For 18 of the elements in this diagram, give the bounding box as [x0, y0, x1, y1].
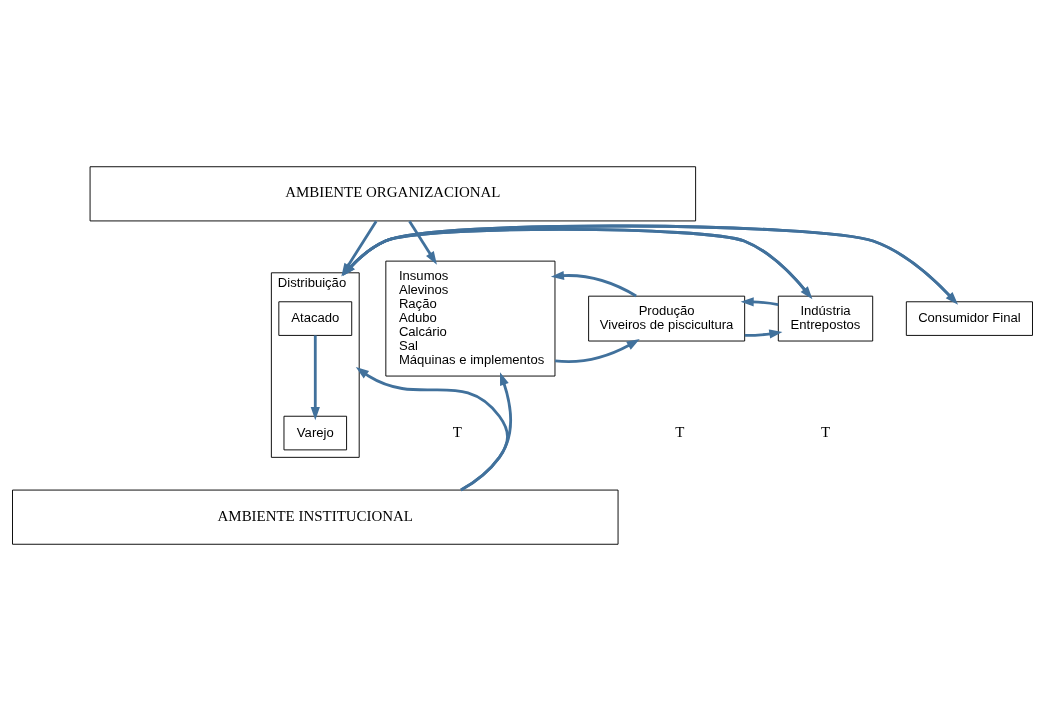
arrow	[355, 366, 509, 491]
node-box: Varejo	[283, 415, 348, 450]
node-box: Indústria Entrepostos	[777, 295, 874, 341]
arrow	[310, 334, 320, 420]
arrow	[740, 296, 779, 306]
label: T	[675, 423, 685, 440]
arrow	[554, 338, 640, 363]
arrow	[550, 270, 637, 297]
node-box: Insumos Alevinos Ração Adubo Calcário Sal Máquinas e implementos	[385, 260, 556, 377]
node-box: Consumidor Final	[905, 300, 1033, 336]
node-box: AMBIENTE INSTITUCIONAL	[12, 489, 619, 545]
label: T	[452, 423, 462, 440]
arrow	[408, 219, 437, 265]
node-box: Atacado	[278, 300, 353, 336]
node-box: AMBIENTE ORGANIZACIONAL	[89, 165, 697, 221]
arrow	[744, 328, 783, 338]
node-box: Produção Viveiros de piscicultura	[588, 295, 746, 341]
label: T	[820, 423, 831, 440]
